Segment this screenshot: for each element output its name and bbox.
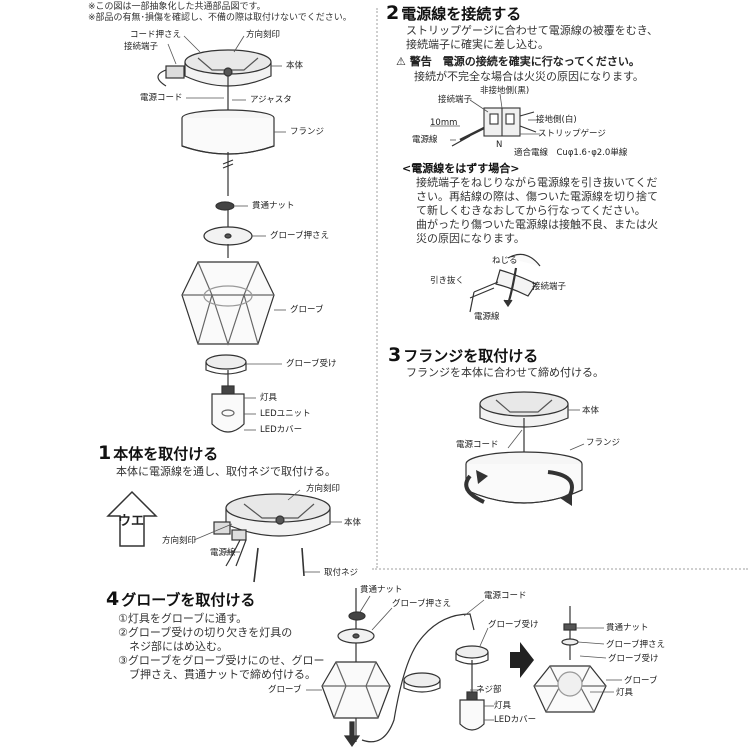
label-led-unit: LEDユニット xyxy=(260,409,311,419)
horizontal-divider xyxy=(372,568,748,570)
warning-title: ⚠ 警告 電源の接続を確実に行なってください。 xyxy=(396,55,640,68)
label-terminal-2: 接続端子 xyxy=(438,95,473,105)
label-globe-receiver: グローブ受け xyxy=(286,359,337,369)
step4-label-right-globe: グローブ xyxy=(624,676,658,686)
label-ground: 接地側(白) xyxy=(536,115,577,125)
step3-text: フランジを本体に合わせて締め付ける。 xyxy=(406,366,604,379)
remove-title: <電源線をはずす場合> xyxy=(402,162,520,175)
step4-title: グローブを取付ける xyxy=(121,591,256,609)
label-flange: フランジ xyxy=(290,127,325,137)
note-2: ※部品の有無･損傷を確認し、不備の際は取付けないでください。 xyxy=(88,13,352,23)
label-pull: 引き抜く xyxy=(430,276,465,286)
label-globe: グローブ xyxy=(290,305,324,315)
step4-number: 4 xyxy=(106,588,120,610)
warning-text: 接続が不完全な場合は火災の原因になります。 xyxy=(414,70,644,83)
label-n: N xyxy=(496,140,503,150)
step1-title: 本体を取付ける xyxy=(113,445,219,463)
label-terminal: 接続端子 xyxy=(124,42,159,52)
label-twist: ねじる xyxy=(492,256,518,266)
step4-line-4: ③グローブをグローブ受けにのせ、グロー xyxy=(118,654,325,667)
label-wire-2: 電源線 xyxy=(412,135,438,145)
step4-label-right-globe-holder: グローブ押さえ xyxy=(606,640,665,650)
remove-line-3: て新しくむきなおしてから行なってください。 xyxy=(416,204,646,217)
step4-label-right-through-nut: 貫通ナット xyxy=(606,623,649,633)
warning-icon: ⚠ xyxy=(396,55,410,68)
step1-label-direction-mark-top: 方向刻印 xyxy=(306,484,341,494)
step4-line-2: ②グローブ受けの切り欠きを灯具の xyxy=(118,626,293,639)
step4-label-globe-receiver: グローブ受け xyxy=(488,620,539,630)
label-wire-3: 電源線 xyxy=(474,312,500,322)
step1-number: 1 xyxy=(98,442,112,464)
step4-label-globe: グローブ xyxy=(268,685,302,695)
step4-label-screw-part: ネジ部 xyxy=(476,685,502,695)
step2-line-2: 接続端子に確実に差し込む。 xyxy=(406,38,549,51)
step3-label-body: 本体 xyxy=(582,406,600,416)
step4-label-power-cord: 電源コード xyxy=(484,591,527,601)
label-strip-gauge: ストリップゲージ xyxy=(538,129,606,139)
step4-label-globe-holder: グローブ押さえ xyxy=(392,599,451,609)
remove-line-1: 接続端子をねじりながら電源線を引き抜いてくだ xyxy=(416,176,658,189)
step1-label-body: 本体 xyxy=(344,518,362,528)
label-terminal-3: 接続端子 xyxy=(532,282,567,292)
label-wire-spec: 適合電線 Cuφ1.6･φ2.0単線 xyxy=(514,148,628,158)
label-power-cord: 電源コード xyxy=(140,93,183,103)
remove-line-5: 災の原因になります。 xyxy=(416,232,525,245)
step3-title: フランジを取付ける xyxy=(403,347,539,365)
label-direction-mark: 方向刻印 xyxy=(246,30,281,40)
remove-line-2: さい。再結線の際は、傷ついた電源線を切り捨て xyxy=(416,190,658,203)
remove-line-4: 曲がったり傷ついた電源線は接触不良、または火 xyxy=(416,218,658,231)
step4-label-right-fixture: 灯具 xyxy=(616,688,634,698)
step2-title: 電源線を接続する xyxy=(401,5,522,23)
label-body: 本体 xyxy=(286,61,304,71)
label-fixture: 灯具 xyxy=(260,393,278,403)
label-through-nut: 貫通ナット xyxy=(252,201,295,211)
step1-label-power-wire: 電源線 xyxy=(210,548,236,558)
step4-label-fixture: 灯具 xyxy=(494,701,512,711)
step1-arrow-text: ウエ xyxy=(118,514,145,529)
step4-line-1: ①灯具をグローブに通す。 xyxy=(118,612,248,625)
label-adjuster: アジャスタ xyxy=(250,95,292,105)
step4-label-right-globe-receiver: グローブ受け xyxy=(608,654,659,664)
step4-label-through-nut: 貫通ナット xyxy=(360,585,403,595)
label-non-ground: 非接地側(黒) xyxy=(480,86,530,96)
step3-label-flange: フランジ xyxy=(586,438,621,448)
vertical-divider xyxy=(376,8,378,568)
step2-line-1: ストリップゲージに合わせて電源線の被覆をむき、 xyxy=(406,24,659,37)
step1-label-direction-mark-left: 方向刻印 xyxy=(162,536,197,546)
step2-number: 2 xyxy=(386,2,400,24)
step1-text: 本体に電源線を通し、取付ネジで取付ける。 xyxy=(116,465,336,478)
step3-number: 3 xyxy=(388,344,402,366)
label-led-cover: LEDカバー xyxy=(260,425,303,435)
note-1: ※この図は一部抽象化した共通部品図です。 xyxy=(88,2,266,12)
label-cord-holder: コード押さえ xyxy=(130,30,182,40)
step4-line-3: ネジ部にはめ込む。 xyxy=(118,640,228,653)
step4-line-5: ブ押さえ、貫通ナットで締め付ける。 xyxy=(118,668,316,681)
step1-label-screw: 取付ネジ xyxy=(324,568,359,578)
label-globe-holder: グローブ押さえ xyxy=(270,231,329,241)
step4-label-led-cover: LEDカバー xyxy=(494,715,537,725)
step3-label-power-cord: 電源コード xyxy=(456,440,499,450)
label-10mm: 10mm xyxy=(430,118,458,128)
